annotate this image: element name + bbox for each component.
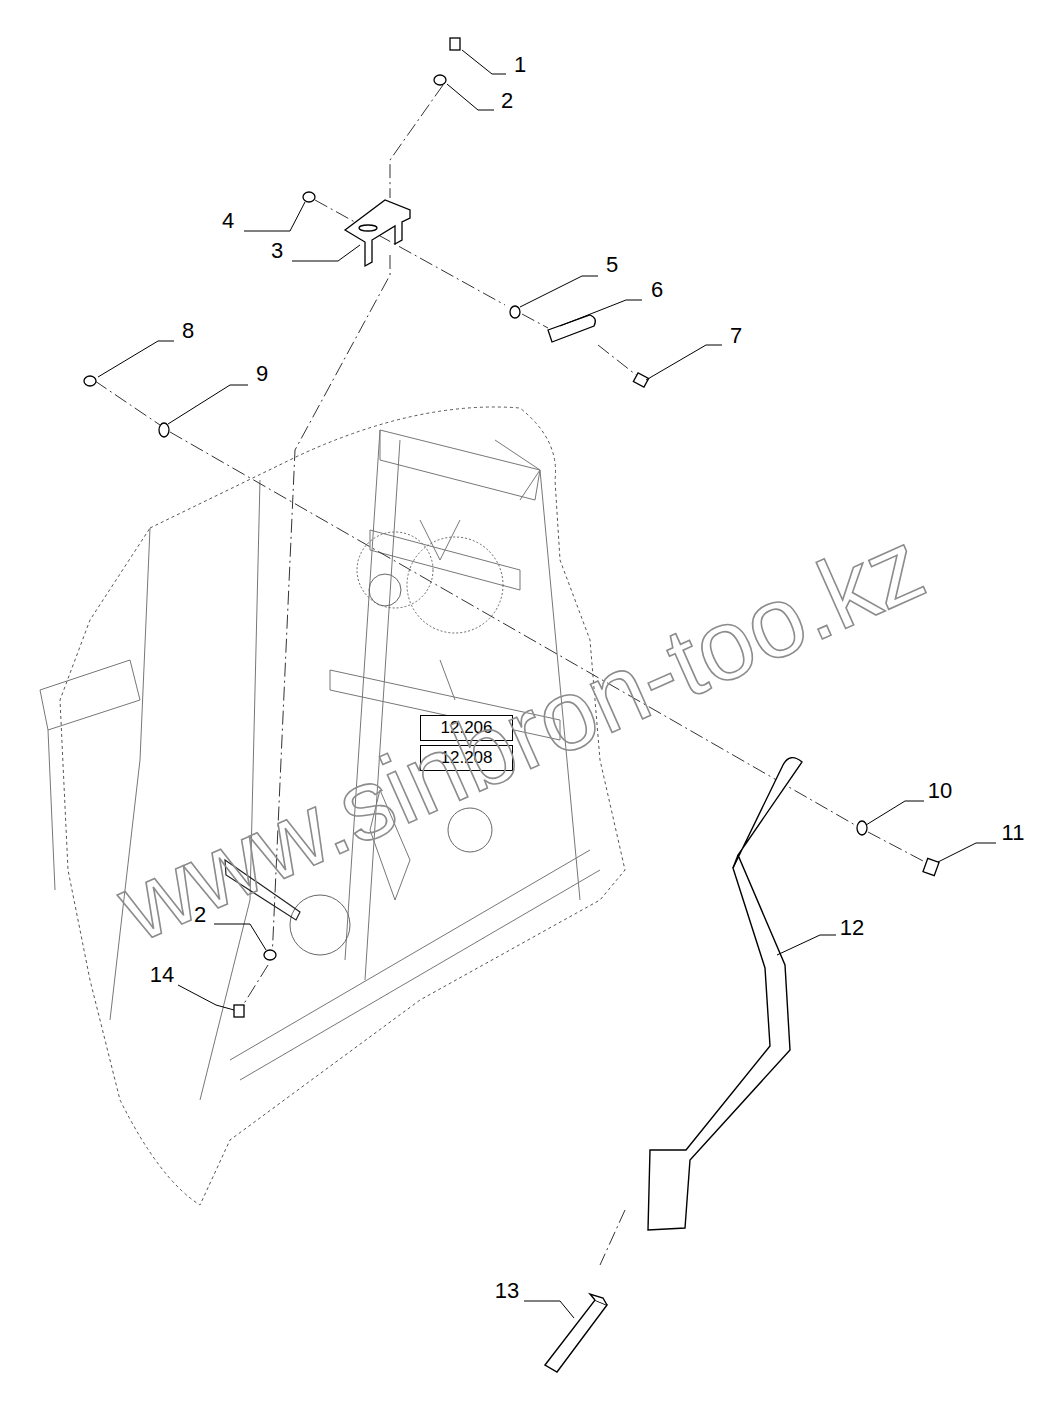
callout-number: 3 (271, 240, 283, 262)
callout-number: 4 (222, 210, 234, 232)
assembly-lines (95, 85, 925, 1265)
callout-number: 1 (514, 54, 526, 76)
callout-number: 10 (928, 780, 952, 802)
crank-handle (545, 758, 802, 1372)
hardware (84, 38, 939, 1017)
callout-number: 7 (730, 325, 742, 347)
callout-number: 6 (651, 279, 663, 301)
callout-number: 9 (256, 363, 268, 385)
leader-lines (98, 50, 996, 1318)
callout-number: 2 (501, 90, 513, 112)
callout-number: 5 (606, 254, 618, 276)
callout-number: 12 (840, 917, 864, 939)
callout-number: 11 (1002, 822, 1025, 844)
callout-number: 14 (150, 964, 174, 986)
callout-number: 8 (182, 320, 194, 342)
callout-number: 13 (495, 1280, 519, 1302)
